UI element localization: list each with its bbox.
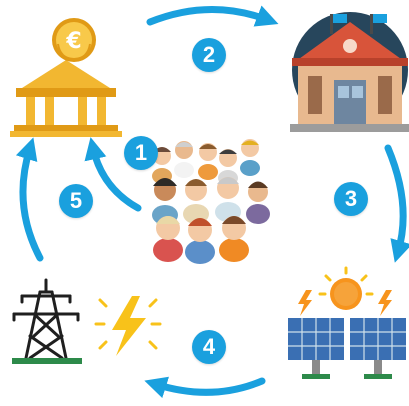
arrow-house-to-solar bbox=[384, 144, 409, 263]
person-middle-4 bbox=[246, 181, 270, 224]
person-back-5 bbox=[240, 139, 260, 176]
step-4-badge: 4 bbox=[192, 330, 226, 364]
person-front-3 bbox=[219, 216, 249, 262]
step-5-badge: 5 bbox=[59, 184, 93, 218]
step-2-badge: 2 bbox=[192, 38, 226, 72]
solar-panels bbox=[288, 266, 406, 379]
person-front-2 bbox=[185, 218, 215, 264]
solar-panel-left bbox=[288, 318, 344, 379]
person-back-3 bbox=[198, 143, 218, 180]
step-3-badge: 3 bbox=[334, 182, 368, 216]
step-1-badge: 1 bbox=[124, 136, 158, 170]
euro-coin-icon: € bbox=[52, 18, 96, 62]
person-middle-2 bbox=[183, 179, 209, 224]
electricity-bolt-icon bbox=[94, 296, 162, 356]
euro-symbol: € bbox=[65, 29, 81, 54]
arrow-people-to-bank bbox=[84, 137, 142, 212]
arrow-solar-to-pylon bbox=[144, 376, 266, 399]
bank-building bbox=[10, 60, 122, 137]
sun-icon bbox=[318, 266, 374, 310]
solar-bolt-right-icon bbox=[378, 290, 392, 316]
solar-panel-right bbox=[350, 318, 406, 379]
people-group bbox=[152, 139, 270, 264]
person-front-1 bbox=[153, 216, 183, 262]
arrow-pylon-to-bank bbox=[15, 137, 44, 262]
house-building bbox=[290, 12, 409, 132]
solar-bolt-left-icon bbox=[298, 290, 312, 316]
person-back-2 bbox=[174, 141, 194, 178]
person-middle-3 bbox=[215, 177, 241, 222]
power-pylon bbox=[12, 278, 82, 364]
arrow-bank-to-house bbox=[146, 5, 279, 27]
